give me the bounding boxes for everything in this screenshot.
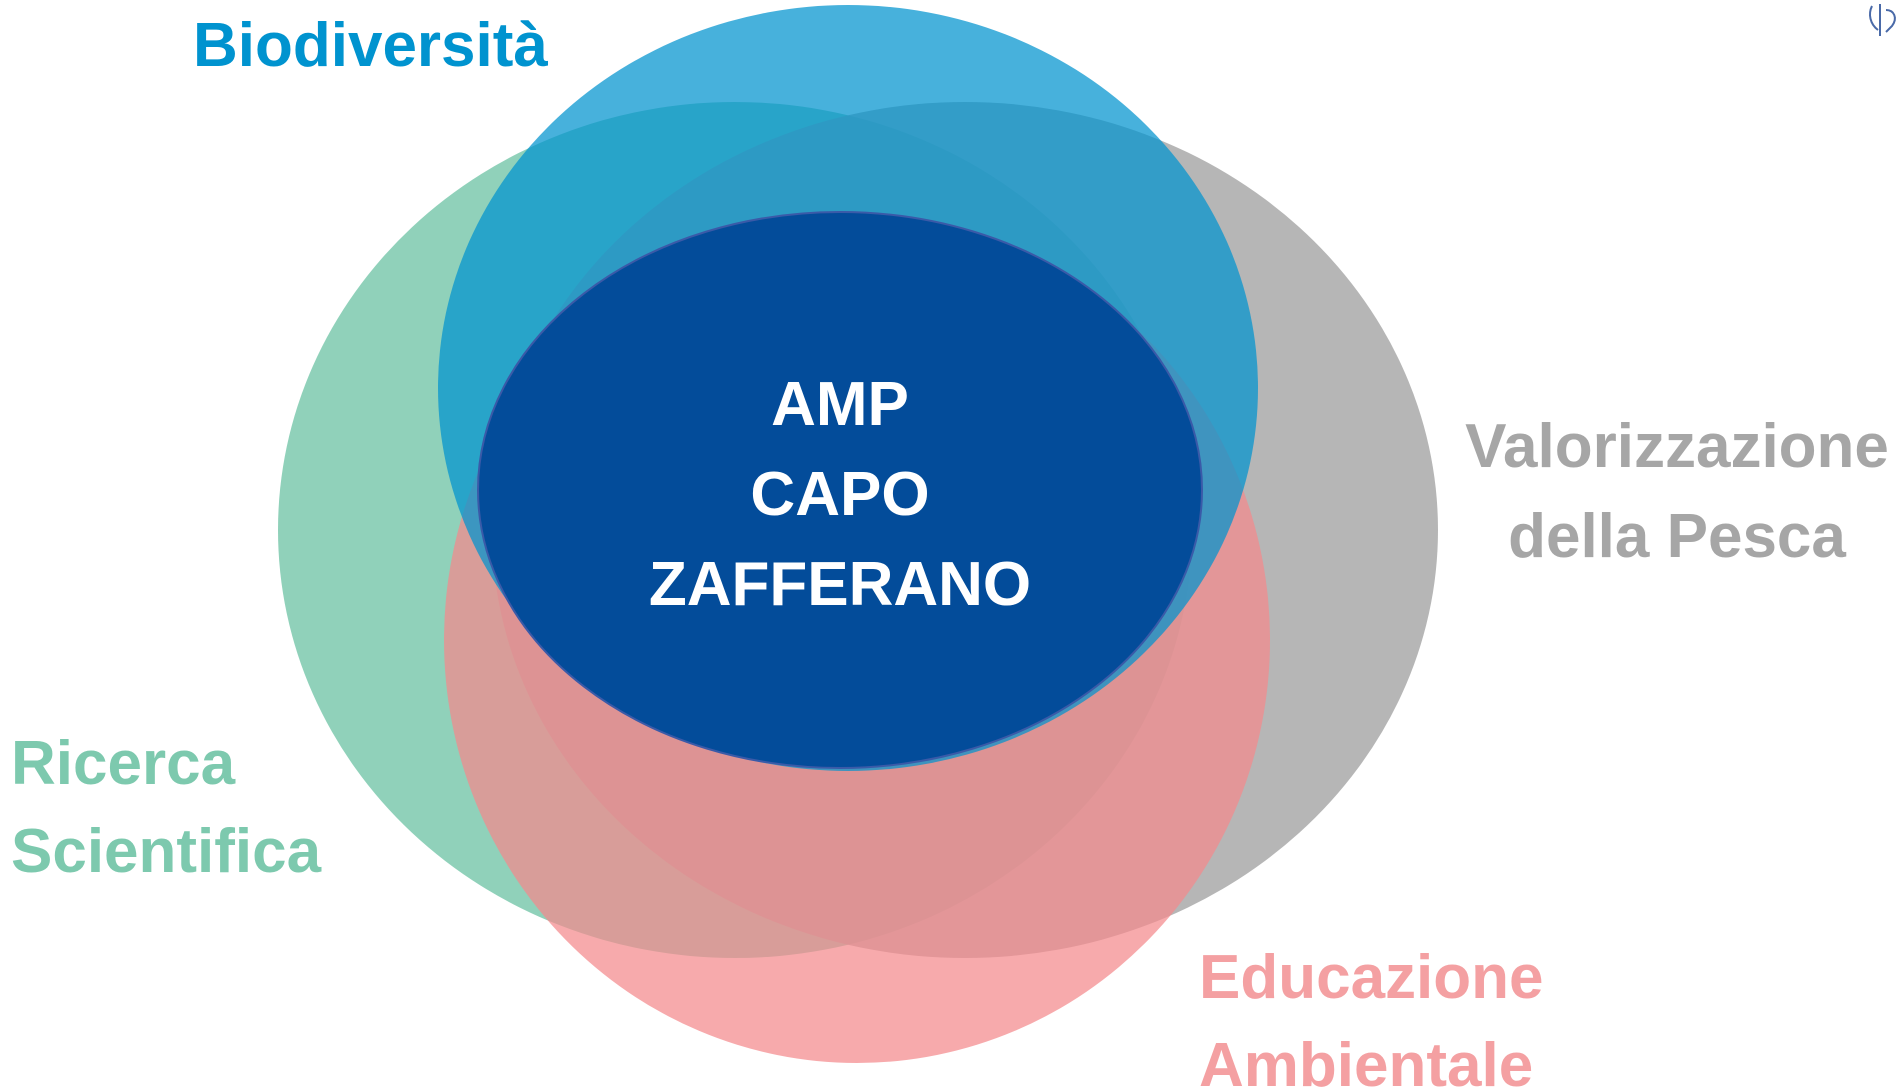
biodiversita-label: Biodiversità — [193, 11, 548, 80]
ricerca-label-line-1: Ricerca — [11, 729, 236, 798]
decorative-logo-icon — [1869, 4, 1896, 36]
educazione-label-line-1: Educazione — [1199, 943, 1544, 1012]
center-ellipse — [477, 211, 1203, 769]
valorizzazione-label-line-2: della Pesca — [1508, 502, 1846, 571]
valorizzazione-label-line-1: Valorizzazione — [1465, 412, 1889, 481]
educazione-label-line-2: Ambientale — [1199, 1031, 1533, 1091]
center-label-line-2: CAPO — [750, 460, 929, 529]
center-label-line-3: ZAFFERANO — [649, 550, 1031, 619]
center-label-line-1: AMP — [771, 370, 909, 439]
ricerca-label-line-2: Scientifica — [11, 817, 322, 886]
